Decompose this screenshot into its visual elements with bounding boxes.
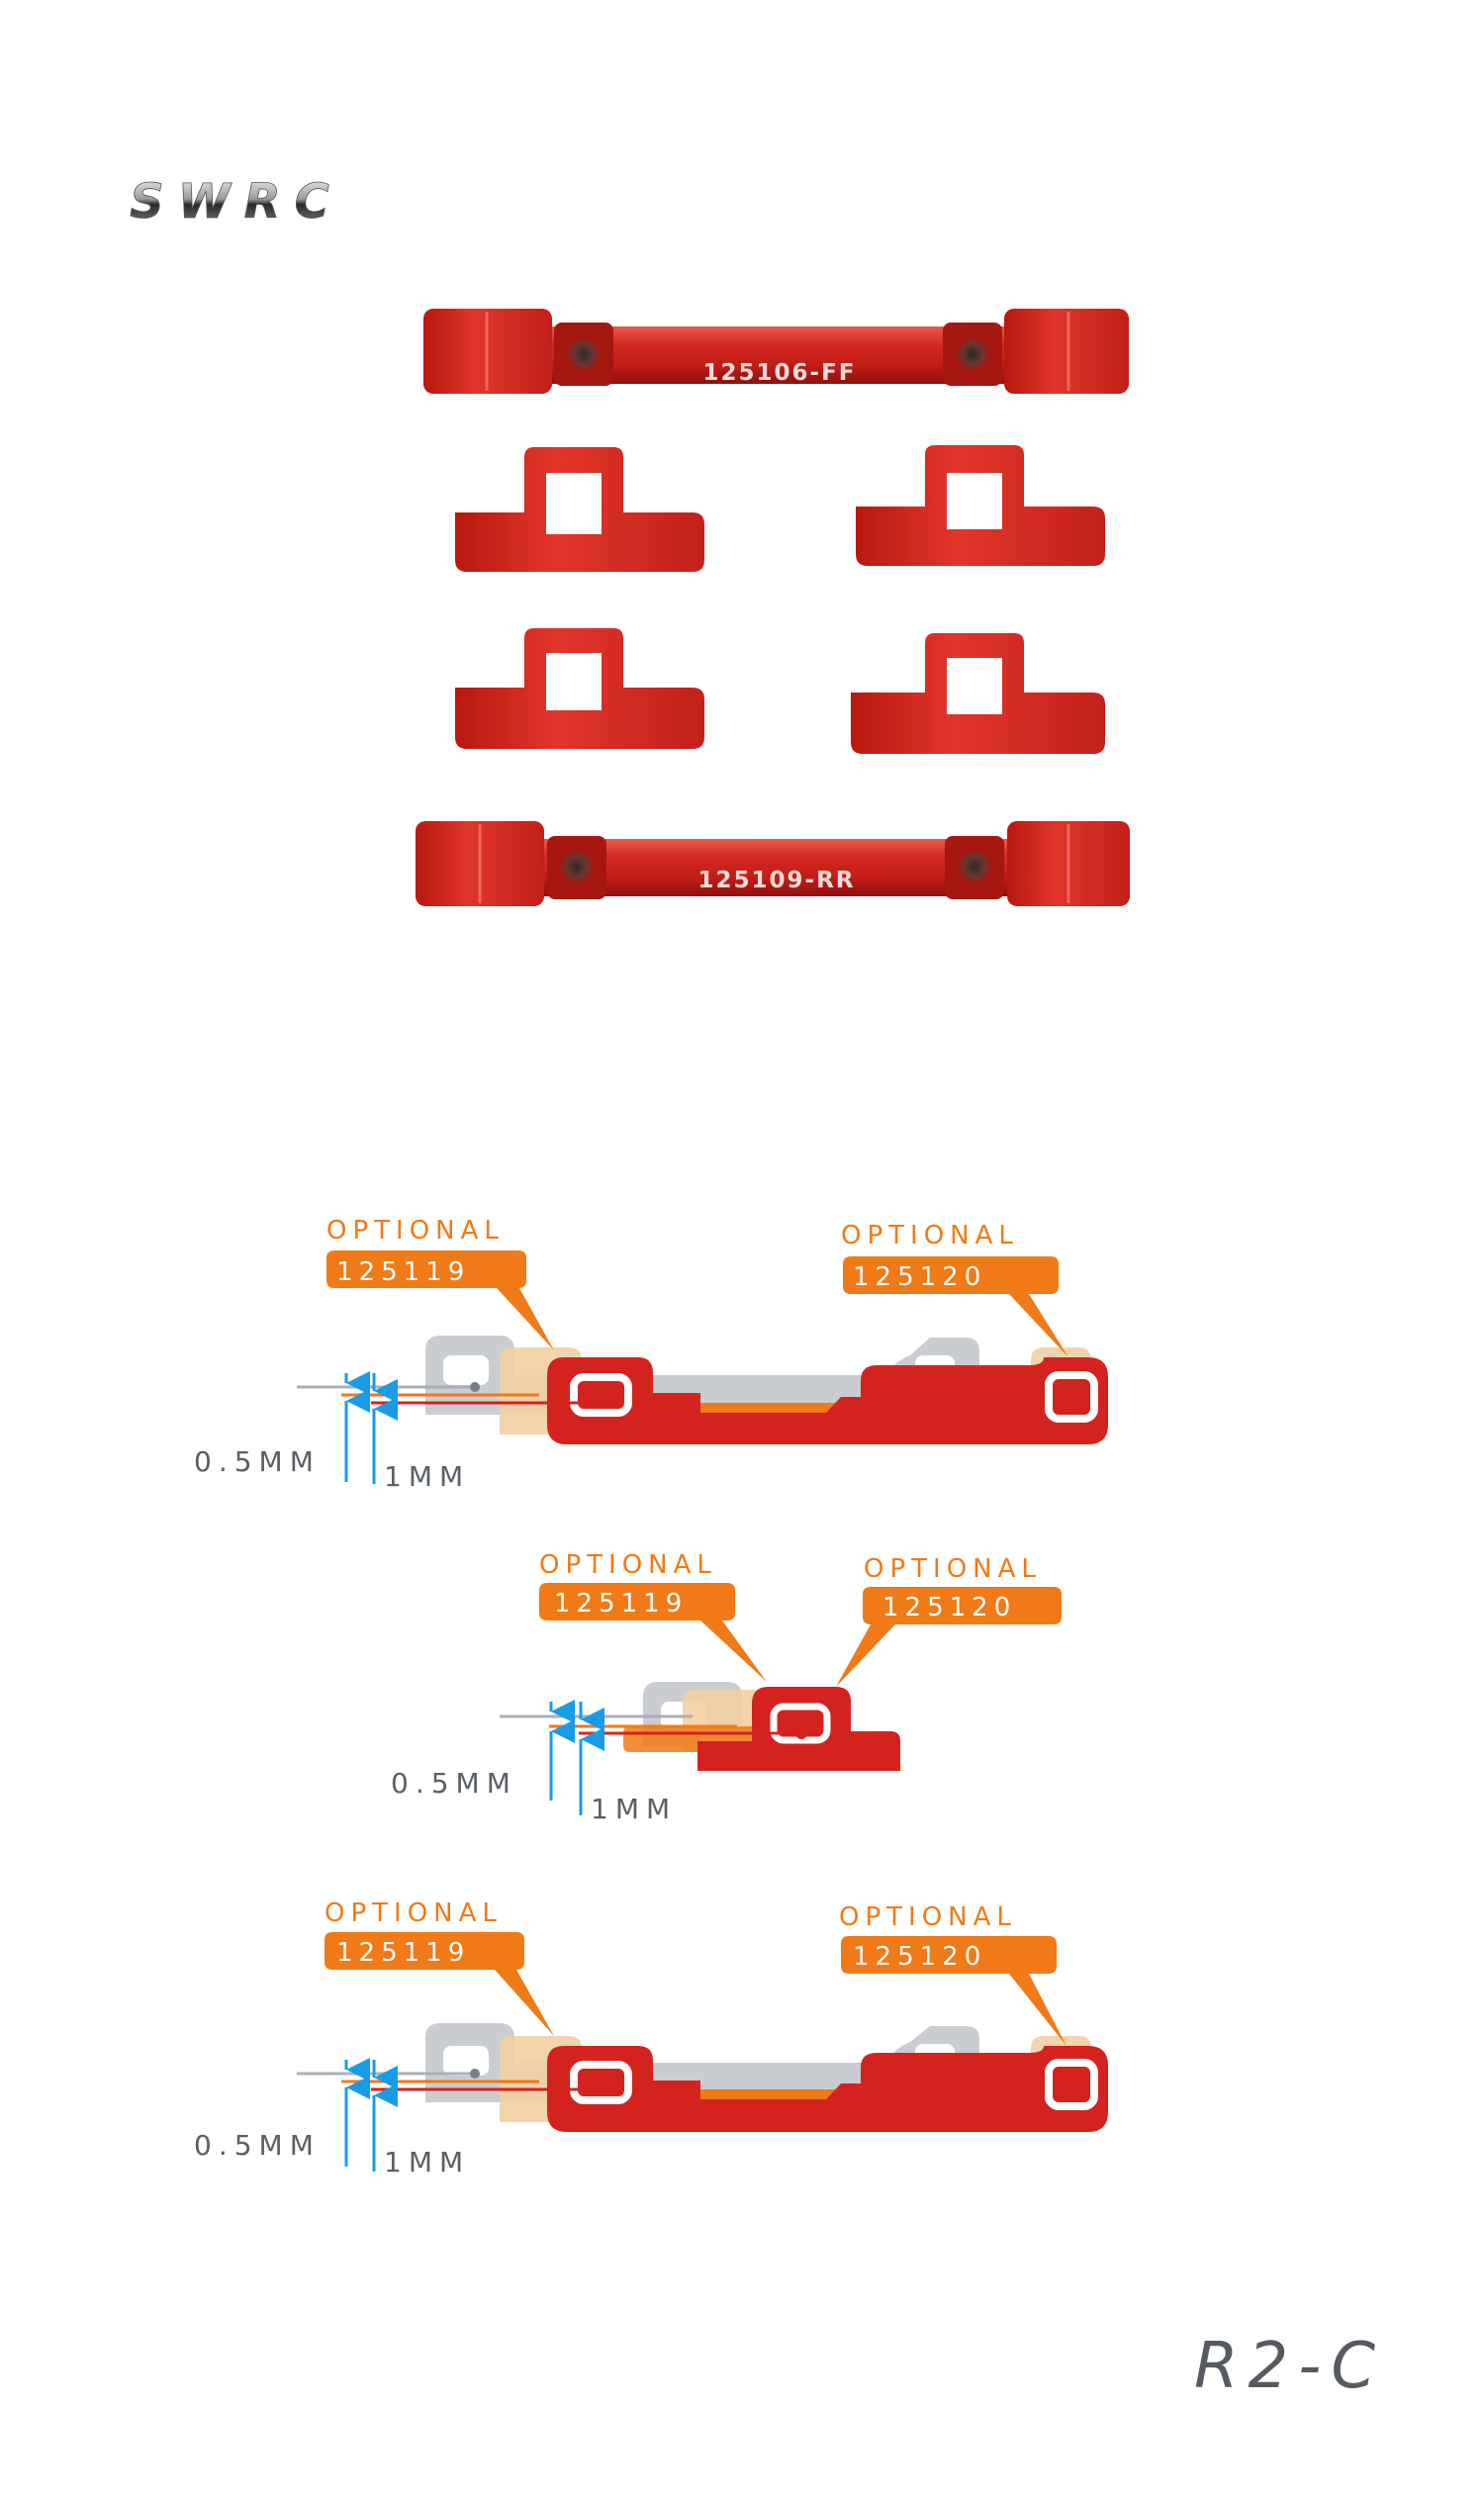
insert-upper-left <box>455 447 704 572</box>
front-bar-label: 125106-FF <box>703 360 857 386</box>
adjustment-diagrams: 0.5MM 1MM OPTIONAL 125119 OPTIONAL 12512… <box>194 1216 1108 2178</box>
offset-small-label: 0.5MM <box>194 1445 321 1478</box>
insert-upper-right <box>856 445 1105 566</box>
brand-logo-text: SWRC <box>130 178 343 228</box>
right-optional-part: 125120 <box>853 1262 986 1292</box>
left-optional-part: 125119 <box>336 1938 470 1968</box>
right-optional-part: 125120 <box>853 1942 986 1972</box>
rear-bar-label: 125109-RR <box>698 868 856 893</box>
model-label: R2-C <box>1194 2330 1385 2403</box>
left-optional-title: OPTIONAL <box>325 1898 503 1928</box>
left-optional-part: 125119 <box>336 1257 470 1287</box>
right-optional-part: 125120 <box>882 1593 1016 1622</box>
right-optional-title: OPTIONAL <box>841 1221 1019 1250</box>
left-optional-part: 125119 <box>554 1589 688 1619</box>
insert-lower-right <box>851 633 1105 754</box>
right-optional-title: OPTIONAL <box>839 1902 1017 1932</box>
offset-large-label: 1MM <box>591 1793 677 1825</box>
brand-logo: SWRC <box>130 178 343 228</box>
insert-lower-left <box>455 628 704 749</box>
left-optional-title: OPTIONAL <box>326 1216 505 1246</box>
rear-suspension-mount: 125109-RR <box>416 821 1130 906</box>
diagram-full-mount-3: 0.5MM 1MM OPTIONAL 125119 OPTIONAL 12512… <box>194 1898 1108 2178</box>
diagram-full-mount-1: 0.5MM 1MM OPTIONAL 125119 OPTIONAL 12512… <box>194 1216 1108 1493</box>
offset-large-label: 1MM <box>384 1460 470 1493</box>
offset-large-label: 1MM <box>384 2146 470 2178</box>
front-suspension-mount: 125106-FF <box>423 309 1129 394</box>
right-optional-title: OPTIONAL <box>864 1554 1042 1584</box>
product-photo: 125106-FF 125109-RR <box>416 309 1130 906</box>
offset-small-label: 0.5MM <box>391 1767 517 1800</box>
diagram-insert-2: 0.5MM 1MM OPTIONAL 125119 OPTIONAL 12512… <box>391 1550 1062 1825</box>
offset-small-label: 0.5MM <box>194 2129 321 2162</box>
left-optional-title: OPTIONAL <box>539 1550 717 1580</box>
